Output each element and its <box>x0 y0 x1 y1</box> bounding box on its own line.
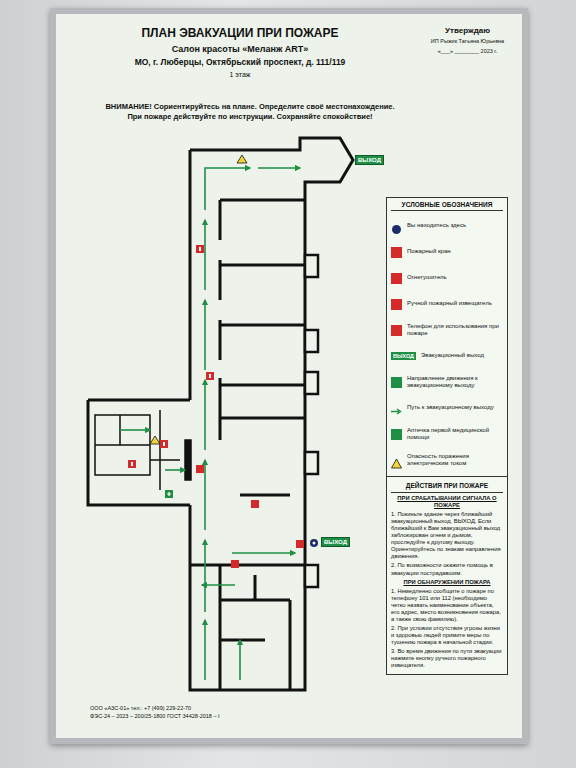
legend-text: Пожарный кран <box>407 248 451 255</box>
legend-symbol <box>391 221 402 232</box>
approval-date: «___» ________ 2023 г. <box>420 48 515 55</box>
legend-symbol <box>391 458 402 469</box>
legend-text: Эвакуационный выход <box>421 352 484 359</box>
legend-row: Огнетушитель <box>391 265 503 291</box>
legend-box: УСЛОВНЫЕ ОБОЗНАЧЕНИЯ Вы находитесь здесьП… <box>386 197 508 477</box>
box-text: ВЫХОД <box>324 539 347 545</box>
legend-text: Ручной пожарный извещатель <box>407 300 492 307</box>
box-text: УСЛОВНЫЕ ОБОЗНАЧЕНИЯ <box>391 201 503 211</box>
legend-row: Опасность поражения электрическим током <box>391 447 503 473</box>
legend-text: Путь к эвакуационному выходу <box>407 404 494 411</box>
legend-text: Огнетушитель <box>407 274 447 281</box>
box-text: ВЫХОД <box>358 157 381 163</box>
legend-swatch <box>391 299 402 310</box>
box-text: ПРИ ОБНАРУЖЕНИИ ПОЖАРА <box>391 579 503 586</box>
legend-row: Ручной пожарный извещатель <box>391 291 503 317</box>
legend-row: Направление движения к эвакуационному вы… <box>391 369 503 395</box>
warning-text: При пожаре действуйте по инструкции. Сох… <box>100 112 400 121</box>
box-text: ПРИ СРАБАТЫВАНИИ СИГНАЛА О ПОЖАРЕ <box>391 495 503 509</box>
legend-row: Путь к эвакуационному выходу <box>391 395 503 421</box>
approver-name: ИП Рыжик Татьяна Юрьевна <box>420 38 515 45</box>
legend-swatch <box>391 273 402 284</box>
floor-label: 1 этаж <box>70 71 410 79</box>
exit-sign: ВЫХОД <box>355 155 384 165</box>
warning-text: ВНИМАНИЕ! Сориентируйтесь на плане. Опре… <box>100 102 400 111</box>
legend-symbol <box>391 403 402 414</box>
legend-swatch: ВЫХОД <box>391 352 416 360</box>
legend-row: ВЫХОД Эвакуационный выход <box>391 343 503 369</box>
box-text: 1. Немедленно сообщите о пожаре по телеф… <box>391 588 503 623</box>
box-text: ДЕЙСТВИЯ ПРИ ПОЖАРЕ <box>391 482 503 493</box>
subtitle: Салон красоты «Меланж ART» <box>70 44 410 55</box>
legend-row: Вы находитесь здесь <box>391 213 503 239</box>
actions-box: ДЕЙСТВИЯ ПРИ ПОЖАРЕ ПРИ СРАБАТЫВАНИИ СИГН… <box>386 477 508 675</box>
legend-text: Направление движения к эвакуационному вы… <box>407 375 503 389</box>
legend-text: Аптечка первой медицинской помощи <box>407 427 503 441</box>
legend-swatch <box>391 247 402 258</box>
legend-symbol <box>391 406 402 417</box>
legend-text: Опасность поражения электрическим током <box>407 453 503 467</box>
legend-row: Аптечка первой медицинской помощи <box>391 421 503 447</box>
approval-label: Утверждаю <box>420 26 515 36</box>
box-text: 3. Во время движения по пути эвакуации н… <box>391 648 503 669</box>
address: МО, г. Люберцы, Октябрьский проспект, д.… <box>70 57 410 67</box>
legend-text: Телефон для использования при пожаре <box>407 323 503 337</box>
box-text: 1. Покиньте здание через ближайший эваку… <box>391 511 503 560</box>
exit-sample-text: ВЫХОД <box>393 353 414 359</box>
legend-symbol <box>391 455 402 466</box>
box-text: 2. При условии отсутствия угрозы жизни и… <box>391 625 503 646</box>
exit-sign: ВЫХОД <box>321 537 350 547</box>
box-text: 2. По возможности окажите помощь в эваку… <box>391 562 503 576</box>
footer-note: ФЭС-24 – 2023 – 200/25-1800 ГОСТ 34428-2… <box>90 713 350 720</box>
legend-symbol <box>391 224 402 235</box>
legend-swatch <box>391 377 402 388</box>
legend-text: Вы находитесь здесь <box>407 222 466 229</box>
legend-swatch <box>391 429 402 440</box>
legend-swatch <box>391 325 402 336</box>
legend-row: Телефон для использования при пожаре <box>391 317 503 343</box>
plan-title: ПЛАН ЭВАКУАЦИИ ПРИ ПОЖАРЕ <box>70 26 410 40</box>
legend-row: Пожарный кран <box>391 239 503 265</box>
footer-note: ООО «АЗС-01» тел.: +7 (499) 229-22-70 <box>90 705 350 712</box>
